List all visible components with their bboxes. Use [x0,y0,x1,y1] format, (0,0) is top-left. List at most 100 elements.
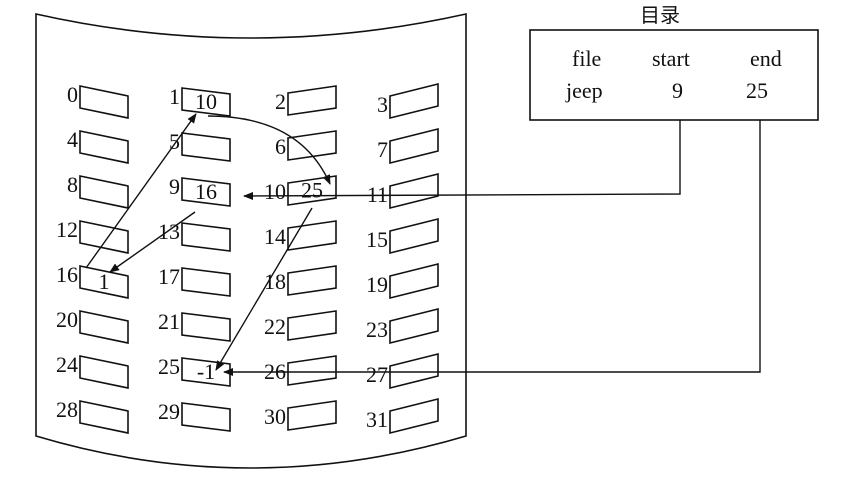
block-number: 7 [377,137,388,162]
block-number: 16 [56,262,78,287]
block-number: 29 [158,399,180,424]
block-number: 15 [366,227,388,252]
block-box [287,265,337,296]
block-box [287,400,337,431]
row-file: jeep [565,78,603,103]
block-number: 1 [169,84,180,109]
block-box [79,265,129,299]
disk-block-18: 18 [264,265,337,296]
block-box [389,217,439,255]
disk-block-30: 30 [264,400,337,431]
block-pointer-value: 16 [195,179,217,204]
block-box [389,397,439,435]
disk-block-11: 11 [367,172,439,210]
block-pointer-value: -1 [197,359,215,384]
disk-block-19: 19 [366,262,439,300]
block-number: 4 [67,127,78,152]
block-box [79,130,129,164]
block-number: 19 [366,272,388,297]
block-number: 11 [367,182,388,207]
end-pointer-line [223,120,761,376]
block-number: 0 [67,82,78,107]
disk-block-12: 12 [56,217,129,254]
disk-outline [35,13,467,469]
disk-block-27: 27 [366,352,439,390]
block-box [389,262,439,300]
block-number: 21 [158,309,180,334]
disk-block-16: 16 1 [56,262,129,299]
disk-block-6: 6 [275,130,337,161]
block-box [287,130,337,161]
block-number: 30 [264,404,286,429]
arrow-16-to-1 [85,113,197,269]
block-box [181,87,231,117]
directory-box [529,29,819,121]
block-box [287,355,337,386]
block-box [389,172,439,210]
block-box [389,352,439,390]
block-box [79,400,129,434]
disk-block-28: 28 [56,397,129,434]
block-number: 25 [158,354,180,379]
block-box [181,222,231,252]
block-number: 8 [67,172,78,197]
block-number: 12 [56,217,78,242]
disk-block-13: 13 [158,219,231,252]
block-number: 23 [366,317,388,342]
block-box [389,127,439,165]
disk-block-0: 0 [67,82,129,119]
disk-block-4: 4 [67,127,129,164]
disk-block-9: 9 16 [169,174,231,207]
block-box [79,355,129,389]
block-box [79,85,129,119]
disk-block-15: 15 [366,217,439,255]
block-number: 6 [275,134,286,159]
block-number: 13 [158,219,180,244]
disk-block-25: 25 -1 [158,354,231,387]
block-number: 17 [158,264,180,289]
block-box [181,132,231,162]
block-box [389,82,439,120]
disk-block-21: 21 [158,309,231,342]
block-number: 18 [264,269,286,294]
block-box [287,85,337,116]
block-number: 31 [366,407,388,432]
directory-table: 目录 file start end jeep 9 25 [529,3,819,121]
disk-block-7: 7 [377,127,439,165]
header-end: end [750,46,782,71]
arrow-1-to-10 [207,115,331,185]
block-number: 20 [56,307,78,332]
block-box [79,220,129,254]
block-number: 22 [264,314,286,339]
disk-block-24: 24 [56,352,129,389]
block-pointer-value: 25 [301,178,323,203]
block-number: 28 [56,397,78,422]
row-end: 25 [746,78,768,103]
block-box [181,402,231,432]
link-arrows [85,113,761,376]
block-box [181,267,231,297]
block-number: 10 [264,179,286,204]
arrow-9-to-16 [109,211,196,273]
directory-title: 目录 [640,3,680,27]
start-pointer-line [243,120,681,200]
block-number: 3 [377,92,388,117]
disk-block-26: 26 [264,355,337,386]
block-number: 2 [275,89,286,114]
block-box [181,177,231,207]
header-start: start [652,46,690,71]
block-box [389,307,439,345]
block-number: 24 [56,352,78,377]
disk-block-23: 23 [366,307,439,345]
disk-block-3: 3 [377,82,439,120]
disk-block-2: 2 [275,85,337,116]
block-number: 9 [169,174,180,199]
block-number: 14 [264,224,286,249]
block-box [79,310,129,344]
block-pointer-value: 1 [99,269,110,294]
disk-block-29: 29 [158,399,231,432]
block-box [287,310,337,341]
